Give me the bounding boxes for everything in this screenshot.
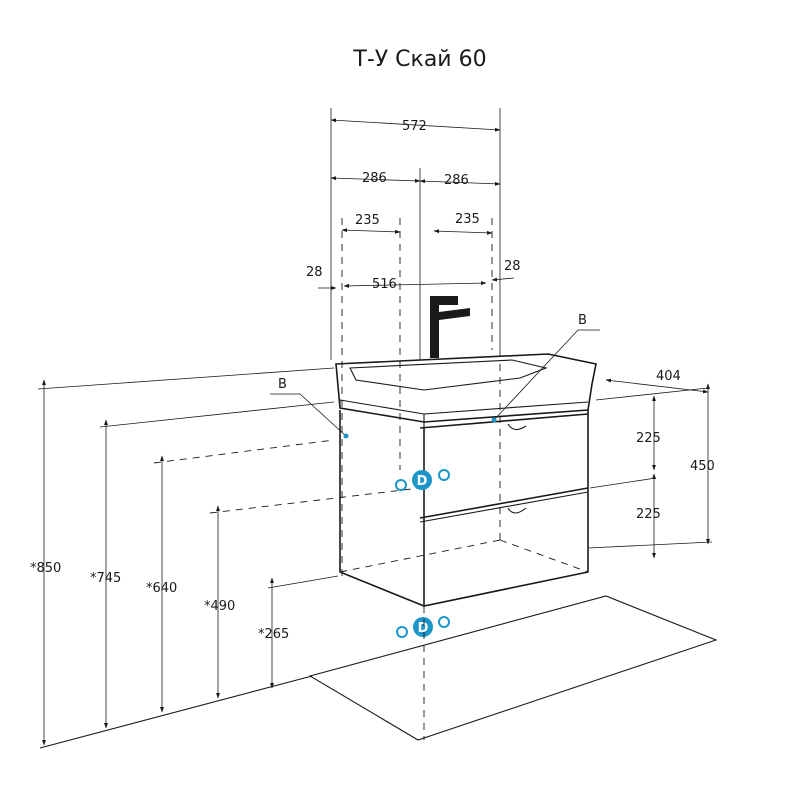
- wall-line-850: [37, 367, 335, 390]
- dim-label-28-left: 28: [306, 265, 323, 280]
- dim-line-404: [605, 378, 709, 394]
- hidden-edge-bottom: [339, 539, 501, 573]
- faucet-body: [430, 300, 439, 358]
- dim-label-745: *745: [90, 571, 121, 586]
- dim-label-404: 404: [656, 369, 681, 384]
- faucet-lever: [430, 296, 458, 305]
- faucet-spout: [439, 308, 470, 320]
- dim-line-28-right: [491, 277, 515, 282]
- floor-outline: [308, 595, 718, 741]
- connector-c-right-bottom: [438, 616, 450, 628]
- dim-label-225-bottom: 225: [636, 507, 661, 522]
- callout-b-left: B: [278, 377, 287, 392]
- dim-line-572: [330, 118, 501, 132]
- dim-line-235-right: [433, 229, 493, 235]
- drawing-title: Т-У Скай 60: [352, 47, 486, 72]
- dim-label-28-right: 28: [504, 259, 521, 274]
- dim-label-450: 450: [690, 459, 715, 474]
- callout-b-right: B: [578, 313, 587, 328]
- dim-label-640: *640: [146, 581, 177, 596]
- connector-c-left-top: [395, 479, 407, 491]
- connector-d-circle-top: [412, 470, 432, 490]
- dim-line-516: [343, 281, 487, 288]
- drawer-divider-gap: [419, 491, 589, 523]
- leader-b-left: [270, 393, 347, 437]
- basin-bowl: [349, 359, 548, 391]
- basin-outline: [335, 353, 597, 423]
- connector-d-label-top: D: [417, 474, 428, 489]
- dim-line-286-right: [419, 179, 501, 186]
- dim-label-286-left: 286: [362, 171, 387, 186]
- wall-line-490: [209, 487, 421, 514]
- wall-line-745: [99, 401, 335, 428]
- connector-d-circle-bottom: [413, 617, 433, 637]
- dim-line-286-left: [330, 176, 421, 183]
- lower-drawer-handle: [507, 507, 527, 514]
- dim-label-516: 516: [372, 277, 397, 292]
- wall-line-265: [267, 575, 339, 589]
- marker-b-right: [491, 417, 497, 423]
- dim-label-572: 572: [402, 119, 427, 134]
- vanity-cabinet: [339, 364, 589, 607]
- ext-drawer-split: [589, 477, 657, 489]
- dim-label-850: *850: [30, 561, 61, 576]
- hidden-edge-bottom-right: [499, 539, 589, 573]
- upper-drawer-handle: [507, 423, 527, 431]
- basin-lower-edge: [339, 399, 589, 415]
- leader-b-right: [493, 329, 600, 421]
- marker-b-left: [343, 433, 349, 439]
- drawer-divider: [419, 487, 589, 519]
- cabinet-body: [339, 410, 589, 607]
- connector-c-left-bottom: [396, 626, 408, 638]
- connector-d-top: D: [395, 469, 450, 491]
- faucet: [430, 296, 470, 358]
- dim-label-235-left: 235: [355, 213, 380, 228]
- dim-line-235-left: [341, 228, 401, 234]
- dim-label-286-right: 286: [444, 173, 469, 188]
- wall-line-640: [153, 439, 335, 464]
- washbasin: [335, 353, 597, 428]
- dim-label-490: *490: [204, 599, 235, 614]
- ext-bottom-450: [587, 541, 713, 549]
- dim-label-225-top: 225: [636, 431, 661, 446]
- dim-label-235-right: 235: [455, 212, 480, 227]
- cabinet-top-front: [419, 413, 589, 429]
- connector-d-label-bottom: D: [418, 621, 429, 636]
- floor-wall-edge: [39, 675, 313, 749]
- connector-d-bottom: D: [396, 616, 450, 638]
- connector-c-right-top: [438, 469, 450, 481]
- dim-label-265: *265: [258, 627, 289, 642]
